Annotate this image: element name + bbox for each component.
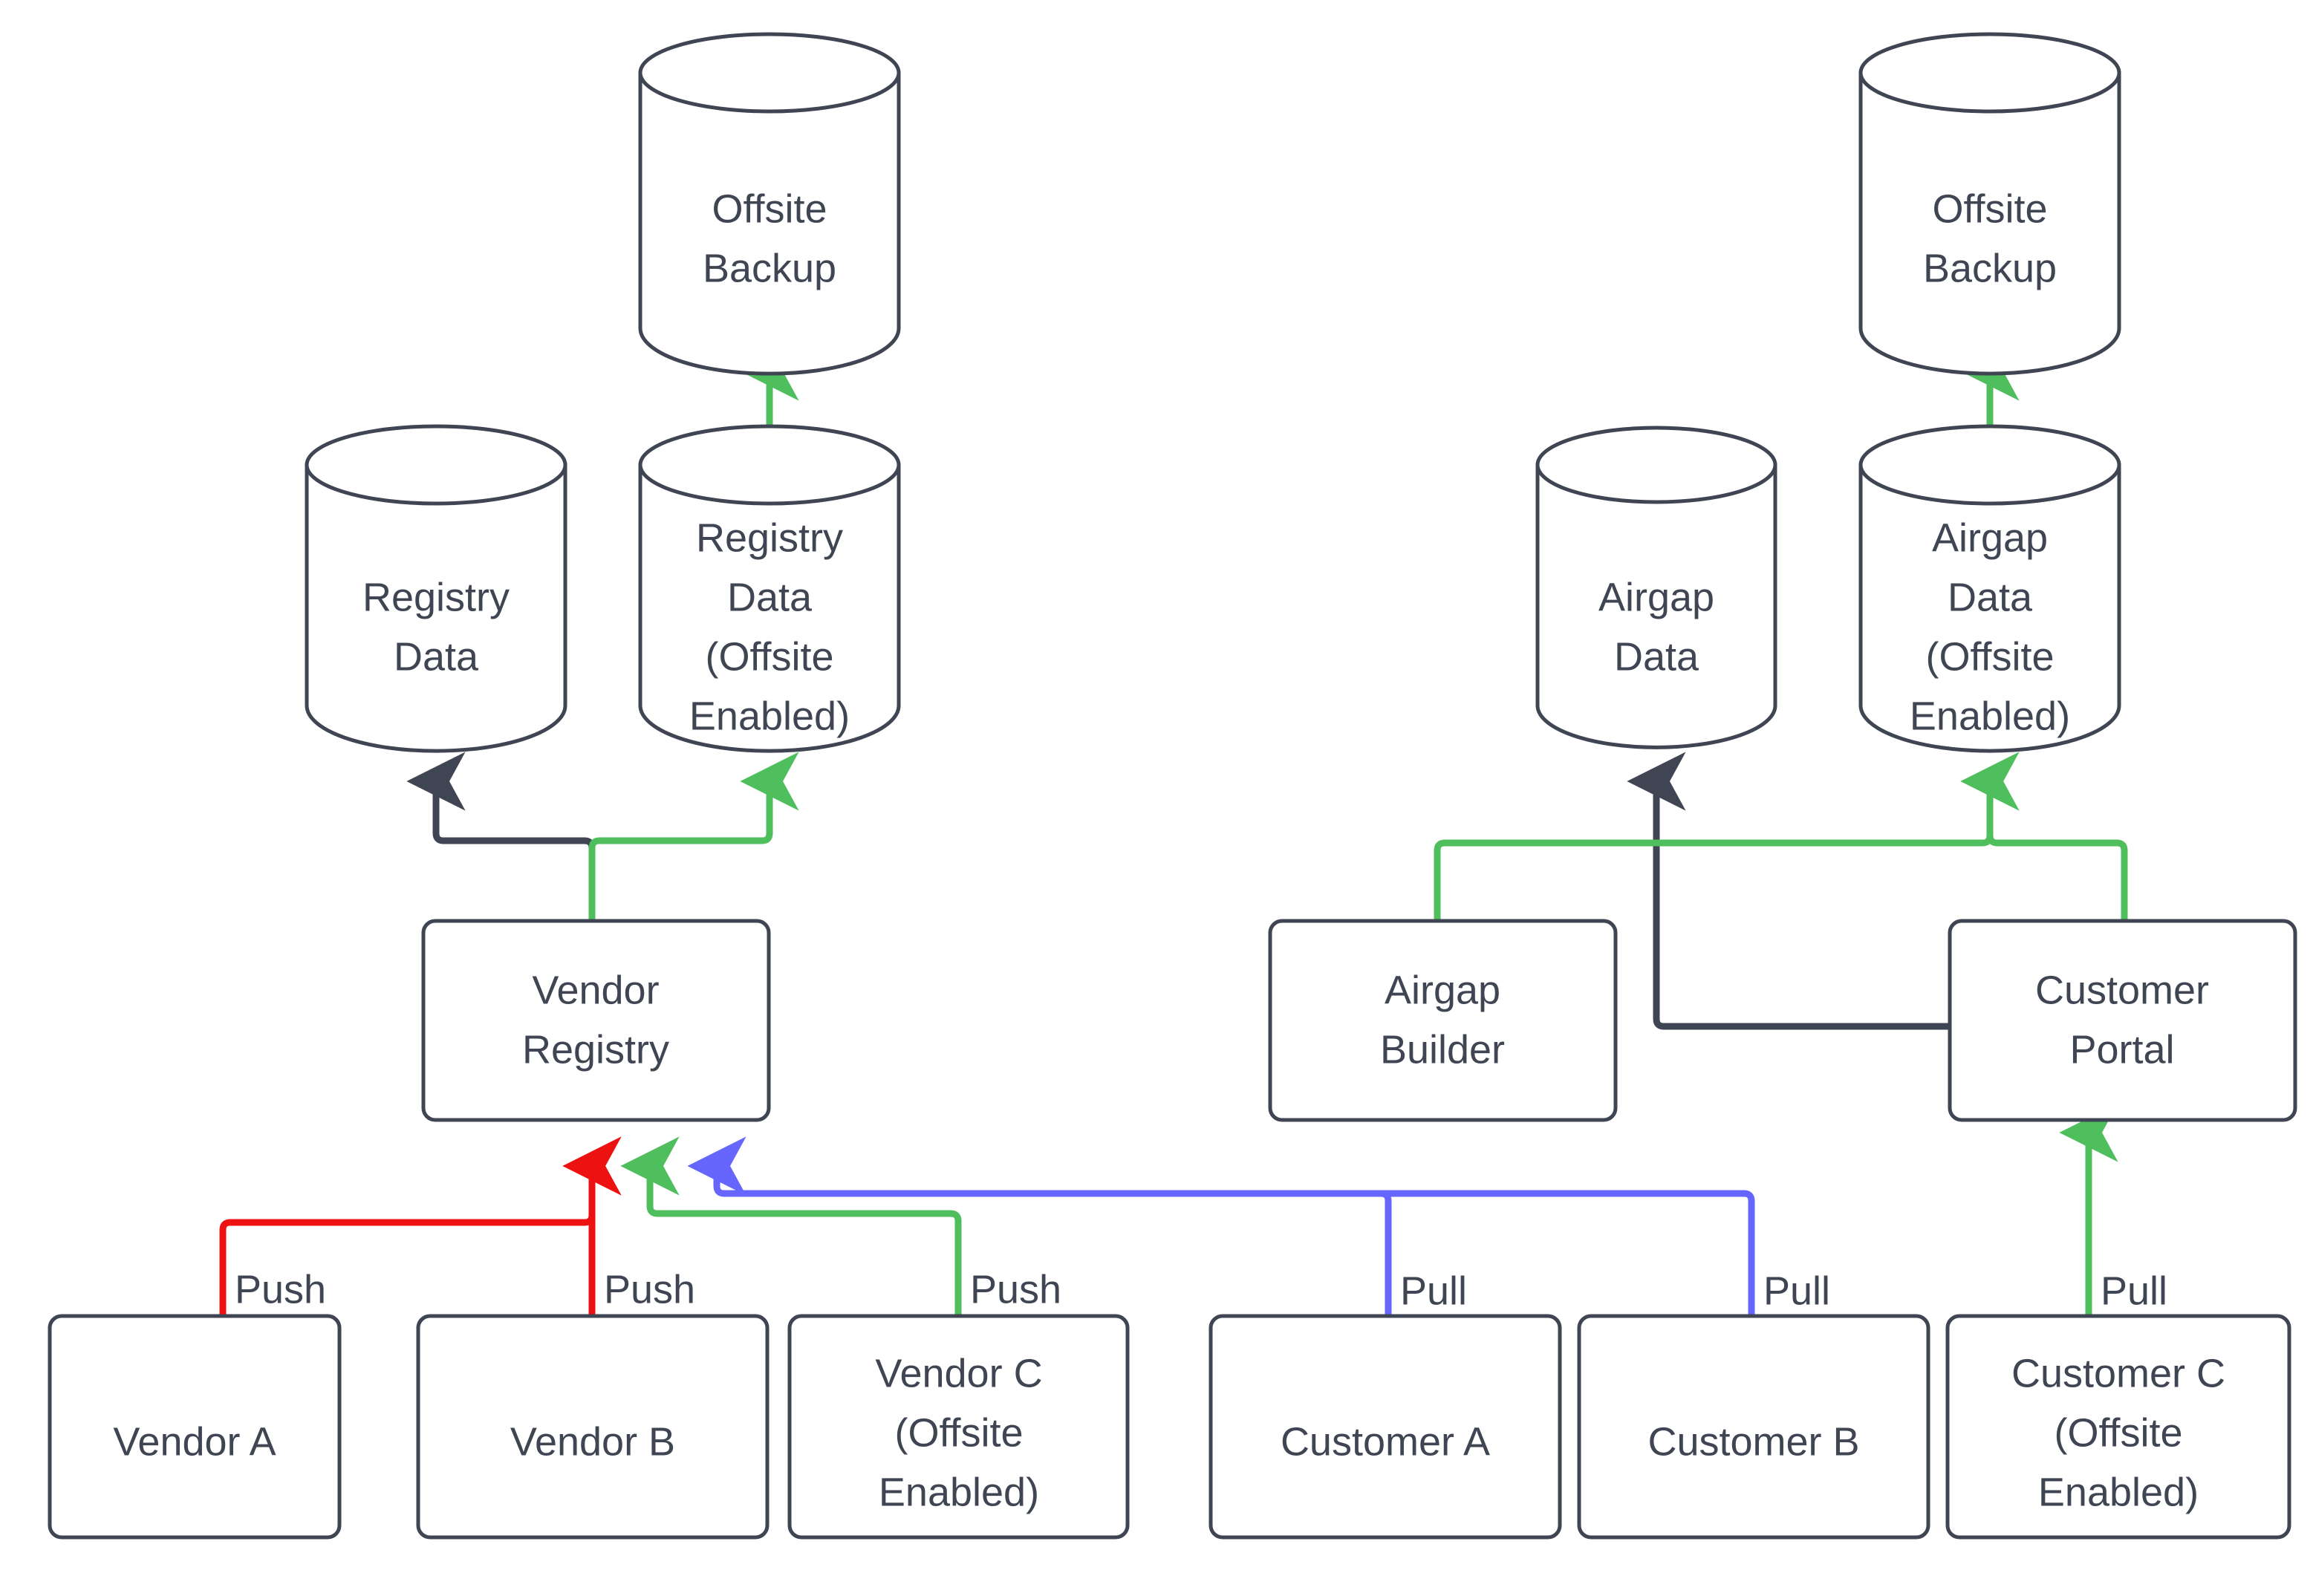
node-label: Airgap: [1932, 515, 2048, 560]
node-label: (Offsite: [1925, 634, 2054, 679]
node-label: Registry: [696, 515, 843, 560]
node-airgap-builder[interactable]: Airgap Builder: [1268, 919, 1618, 1122]
node-label: Data: [394, 634, 479, 679]
edge-vendor-registry-to-registry-data: [406, 752, 596, 921]
node-label: Airgap: [1385, 968, 1500, 1012]
node-registry-data-offsite[interactable]: Registry Data (Offsite Enabled): [638, 424, 901, 753]
node-label: Registry: [522, 1027, 669, 1072]
edge-vendor-c-push: [620, 1136, 962, 1316]
node-vendor-registry[interactable]: Vendor Registry: [421, 919, 771, 1122]
node-label: Enabled): [879, 1470, 1039, 1514]
node-label: Vendor C: [875, 1351, 1042, 1395]
node-vendor-a[interactable]: Vendor A: [48, 1314, 342, 1540]
node-label: Enabled): [1910, 694, 2070, 738]
node-label: Vendor: [532, 968, 659, 1012]
node-vendor-c[interactable]: Vendor C (Offsite Enabled): [787, 1314, 1130, 1540]
node-label: Registry: [362, 575, 510, 619]
node-label: Customer A: [1281, 1419, 1490, 1464]
node-label: (Offsite: [2054, 1410, 2182, 1455]
node-label: Enabled): [2038, 1470, 2199, 1514]
node-airgap-data-offsite[interactable]: Airgap Data (Offsite Enabled): [1858, 424, 2121, 753]
node-customer-c[interactable]: Customer C (Offsite Enabled): [1945, 1314, 2291, 1540]
edge-label-pull-c: Pull: [2101, 1268, 2167, 1313]
node-customer-b[interactable]: Customer B: [1577, 1314, 1930, 1540]
node-label: Data: [1948, 575, 2033, 619]
node-label: Backup: [1923, 246, 2057, 290]
edge-label-pull-b: Pull: [1763, 1268, 1830, 1313]
node-label: Customer: [2035, 968, 2209, 1012]
node-vendor-b[interactable]: Vendor B: [416, 1314, 770, 1540]
node-airgap-data[interactable]: Airgap Data: [1535, 426, 1777, 749]
node-offsite-backup-left[interactable]: Offsite Backup: [638, 32, 901, 376]
node-label: Portal: [2069, 1027, 2174, 1072]
node-customer-portal[interactable]: Customer Portal: [1948, 919, 2297, 1122]
node-label: Customer C: [2011, 1351, 2225, 1395]
edge-customer-portal-to-airgap-data-offsite: [1960, 752, 2128, 921]
node-label: Offsite: [712, 186, 827, 231]
node-registry-data[interactable]: Registry Data: [305, 424, 567, 753]
edge-airgap-builder-to-airgap-data-offsite: [1434, 752, 2020, 921]
node-label: (Offsite: [705, 634, 833, 679]
node-label: Builder: [1380, 1027, 1505, 1072]
node-label: Enabled): [689, 694, 850, 738]
edge-label-pull-a: Pull: [1400, 1268, 1467, 1313]
node-label: Vendor B: [510, 1419, 675, 1464]
node-label: (Offsite: [894, 1410, 1023, 1455]
edge-label-push-a: Push: [235, 1267, 326, 1312]
edge-label-push-b: Push: [604, 1267, 695, 1312]
node-label: Backup: [703, 246, 836, 290]
node-label: Offsite: [1932, 186, 2047, 231]
edge-customer-b-pull: [724, 1190, 1755, 1316]
node-label: Data: [727, 575, 813, 619]
node-label: Customer B: [1647, 1419, 1859, 1464]
node-label: Airgap: [1598, 575, 1714, 619]
edge-vendor-registry-to-registry-data-offsite: [588, 752, 799, 921]
edge-customer-portal-to-airgap-data: [1627, 752, 1950, 1030]
node-customer-a[interactable]: Customer A: [1208, 1314, 1562, 1540]
edge-label-push-c: Push: [970, 1267, 1061, 1312]
node-label: Vendor A: [113, 1419, 276, 1464]
node-offsite-backup-right[interactable]: Offsite Backup: [1858, 32, 2121, 376]
node-label: Data: [1614, 634, 1699, 679]
